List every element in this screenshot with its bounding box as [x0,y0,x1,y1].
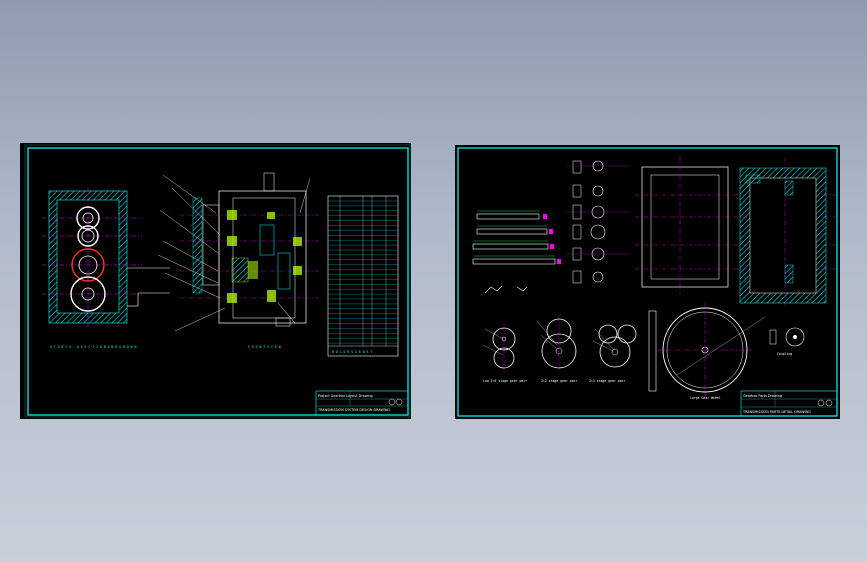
gear-pair-1-label: Low Z=4 stage gear pair [483,379,527,383]
large-gear-wheel [658,303,766,397]
shaft-details [472,210,561,294]
gear-blank-details [567,160,630,284]
gear-1 [76,206,100,230]
gear-pair-2-label: Z=2 stage gear pair [541,379,578,383]
title-block-left-row2: TRANSMISSION SYSTEM DESIGN DRAWING [317,408,390,412]
coupling-hub [769,327,805,347]
left-drawing-canvas: S T O R Y A - A S E C T I O N A N D S H … [24,144,411,418]
gear-pair-3 [592,324,637,368]
coupling-label: Coupling [777,352,792,356]
gear-4 [70,276,106,312]
front-view-assembly [157,172,320,332]
right-drawing-canvas: Low Z=4 stage gear pair Z=2 stage gear p… [457,147,838,417]
sheet-border [457,147,838,417]
sheet-border [27,147,409,416]
parts-table-title: B O L O R V I E W S T [332,350,372,354]
gear-pair-1 [482,323,516,373]
section-view-label: S T O R Y A - A S E C T I O N A N D S H … [50,345,136,349]
front-view-label: F R O N T V I E W [248,345,281,349]
gear-2 [77,225,99,247]
section-view [42,188,170,328]
parts-list-table [327,195,399,357]
title-block-right-row2: TRANSMISSION PARTS DETAIL DRAWING [742,410,811,414]
gear-3-highlight [71,248,105,282]
housing-section-view [739,158,827,305]
right-drawing-sheet: Low Z=4 stage gear pair Z=2 stage gear p… [455,145,840,419]
gear-side-profile [648,310,657,392]
large-wheel-label: Large Gear Wheel [690,396,721,400]
left-drawing-sheet: S T O R Y A - A S E C T I O N A N D S H … [20,143,411,419]
parts-list-rows [328,200,398,344]
title-block-right-row1: Gearbox Parts Drawing [743,394,782,398]
title-block-left-row1: Project Gearbox Layout Drawing [318,394,373,398]
cover-plan-view [635,157,835,295]
title-block-right [740,390,838,417]
title-block-left [315,390,409,416]
gear-pair-2 [536,315,577,371]
gear-pair-3-label: Z=3 stage gear pair [589,379,626,383]
